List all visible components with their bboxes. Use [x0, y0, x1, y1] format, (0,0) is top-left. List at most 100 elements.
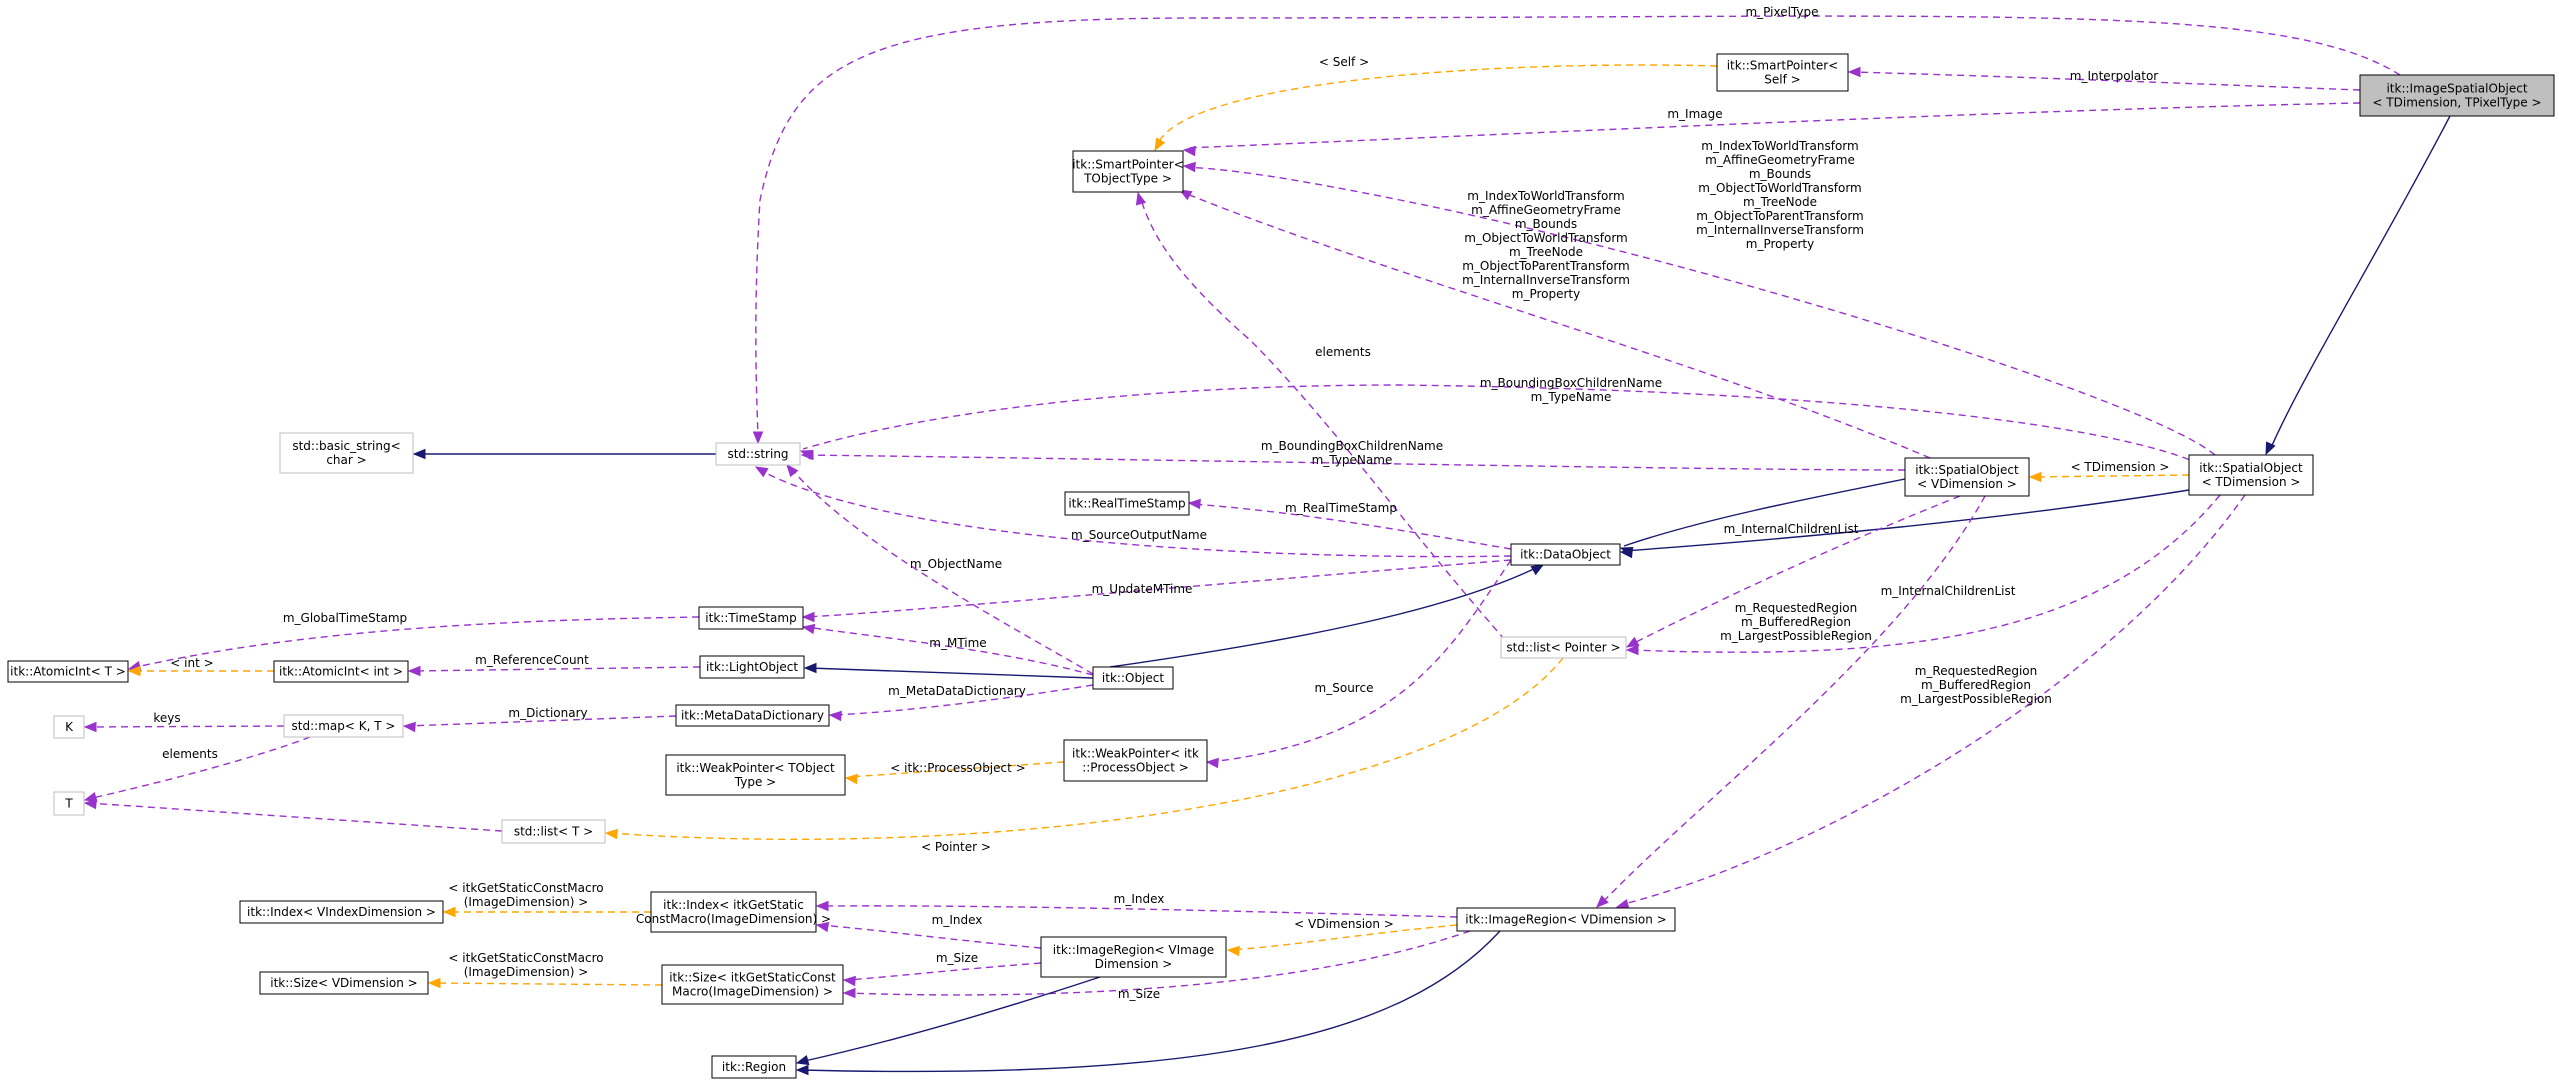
node-image-region-vdim[interactable]: itk::ImageRegion< VDimension > — [1456, 907, 1676, 932]
edge-self-to-smartpointer — [1154, 64, 1718, 152]
node-spatial-object-v[interactable]: itk::SpatialObject< VDimension > — [1904, 457, 2030, 497]
edge-label-line: m_Index — [1114, 892, 1165, 906]
edge-label-line: m_IndexToWorldTransform — [1701, 139, 1858, 153]
node-meta-data-dictionary[interactable]: itk::MetaDataDictionary — [675, 704, 830, 727]
edge-line — [1623, 489, 2190, 552]
node-label: Type > — [734, 775, 776, 789]
arrowhead-icon — [83, 721, 97, 733]
edge-line — [805, 559, 1512, 618]
node-index-static[interactable]: itk::Index< itkGetStaticConstMacro(Image… — [636, 891, 831, 933]
node-smart-pointer-self[interactable]: itk::SmartPointer<Self > — [1716, 53, 1849, 92]
node-map-kt[interactable]: std::map< K, T > — [283, 714, 404, 738]
node-t[interactable]: T — [53, 791, 85, 816]
edge-label-line: < itkGetStaticConstMacro — [448, 951, 603, 965]
node-spatial-object-t[interactable]: itk::SpatialObject< TDimension > — [2188, 454, 2314, 496]
node-string[interactable]: std::string — [715, 442, 801, 466]
edge-meta-data-dictionary — [828, 684, 1094, 722]
edge-object-name — [786, 463, 1094, 675]
edge-line — [1599, 495, 1986, 906]
node-label: itk::AtomicInt< int > — [279, 665, 403, 679]
node-image-spatial-object[interactable]: itk::ImageSpatialObject< TDimension, TPi… — [2359, 74, 2555, 117]
node-data-object[interactable]: itk::DataObject — [1510, 543, 1621, 566]
edge-line — [1185, 166, 2216, 456]
arrowhead-icon — [1625, 636, 1640, 648]
edge-label-line: m_BoundingBoxChildrenName — [1261, 439, 1443, 453]
node-label: std::string — [727, 447, 788, 461]
edge-label-line: m_ObjectToWorldTransform — [1698, 181, 1861, 195]
node-atomic-int-t[interactable]: itk::AtomicInt< T > — [7, 660, 129, 683]
edge-label-line: m_ObjectName — [910, 557, 1002, 571]
edge-line — [755, 15, 2401, 441]
edge-label-line: (ImageDimension) > — [464, 895, 589, 909]
edge-image-to-smartpointer — [1182, 102, 2361, 157]
edge-dictionary — [402, 715, 677, 733]
node-box — [1063, 739, 1208, 782]
node-label: < TDimension > — [2202, 475, 2301, 489]
node-k[interactable]: K — [53, 715, 85, 739]
node-label: itk::SpatialObject — [2199, 461, 2303, 475]
edge-label-line: < Pointer > — [921, 840, 991, 854]
edge-line — [846, 962, 1042, 981]
node-box — [2359, 74, 2555, 117]
edge-label-line: keys — [153, 711, 180, 725]
edge-label-line: m_Bounds — [1515, 217, 1577, 231]
node-weak-pointer-tobject[interactable]: itk::WeakPointer< TObjectType > — [665, 754, 846, 796]
arrowhead-icon — [1847, 66, 1861, 78]
node-time-stamp[interactable]: itk::TimeStamp — [698, 606, 804, 630]
edge-label-line: m_Property — [1746, 237, 1814, 251]
node-list-t[interactable]: std::list< T > — [501, 819, 606, 844]
node-list-pointer[interactable]: std::list< Pointer > — [1500, 636, 1627, 659]
edge-label-line: m_ObjectToParentTransform — [1462, 259, 1630, 273]
node-label: itk::AtomicInt< T > — [10, 665, 126, 679]
edge-label-line: m_ObjectToParentTransform — [1696, 209, 1864, 223]
edge-line — [1623, 477, 1911, 547]
edge-line — [799, 930, 1501, 1073]
node-atomic-int-int[interactable]: itk::AtomicInt< int > — [273, 660, 409, 683]
node-size-v[interactable]: itk::Size< VDimension > — [259, 971, 429, 995]
edge-label-int: < int > — [170, 656, 213, 670]
edge-label-self: < Self > — [1319, 55, 1369, 69]
arrowhead-icon — [828, 710, 842, 722]
edge-internal-children-list-t — [1625, 494, 2221, 656]
edge-label-line: m_TreeNode — [1743, 195, 1817, 209]
edge-line — [1229, 924, 1458, 951]
arrowhead-icon — [801, 623, 816, 635]
node-real-time-stamp[interactable]: itk::RealTimeStamp — [1064, 491, 1190, 516]
node-basic-string[interactable]: std::basic_string<char > — [279, 432, 414, 474]
edge-line — [789, 466, 1094, 675]
node-label: itk::SmartPointer< — [1727, 59, 1839, 73]
edge-label-line: m_BoundingBoxChildrenName — [1480, 376, 1662, 390]
node-label: < TDimension, TPixelType > — [2372, 96, 2541, 110]
node-object[interactable]: itk::Object — [1092, 666, 1174, 690]
node-box — [1510, 543, 1621, 566]
arrowhead-icon — [1615, 898, 1630, 910]
edge-line — [832, 684, 1094, 716]
node-index-v[interactable]: itk::Index< VIndexDimension > — [239, 900, 444, 924]
edge-elements-list-to-t — [83, 798, 503, 832]
node-light-object[interactable]: itk::LightObject — [699, 655, 805, 679]
arrowhead-icon — [815, 900, 829, 912]
node-weak-pointer-process[interactable]: itk::WeakPointer< itk::ProcessObject > — [1063, 739, 1208, 782]
edge-bbox-left-to-string — [800, 449, 1906, 471]
node-box — [273, 660, 409, 683]
edge-line — [804, 454, 1906, 471]
node-label: TObjectType > — [1083, 172, 1172, 186]
edge-label-line: < Self > — [1319, 55, 1369, 69]
node-smart-pointer-tobject[interactable]: itk::SmartPointer<TObjectType > — [1072, 150, 1184, 193]
edge-label-line: (ImageDimension) > — [464, 965, 589, 979]
node-region[interactable]: itk::Region — [711, 1055, 797, 1079]
edge-bbox-right-to-string — [799, 384, 2201, 465]
node-size-static[interactable]: itk::Size< itkGetStaticConstMacro(ImageD… — [661, 964, 844, 1005]
edge-line — [1185, 102, 2361, 149]
edge-label-m-source: m_Source — [1315, 681, 1374, 695]
node-label: itk::WeakPointer< TObject — [676, 761, 835, 775]
node-label: itk::Size< VDimension > — [270, 976, 417, 990]
edge-label-process-object: < itk::ProcessObject > — [890, 761, 1025, 775]
edge-label-tdimension: < TDimension > — [2071, 460, 2170, 474]
node-box — [675, 704, 830, 727]
node-box — [259, 971, 429, 995]
arrowhead-icon — [754, 466, 769, 478]
edge-label-line: m_InternalInverseTransform — [1696, 223, 1864, 237]
edge-label-m-mtime: m_MTime — [929, 636, 986, 650]
